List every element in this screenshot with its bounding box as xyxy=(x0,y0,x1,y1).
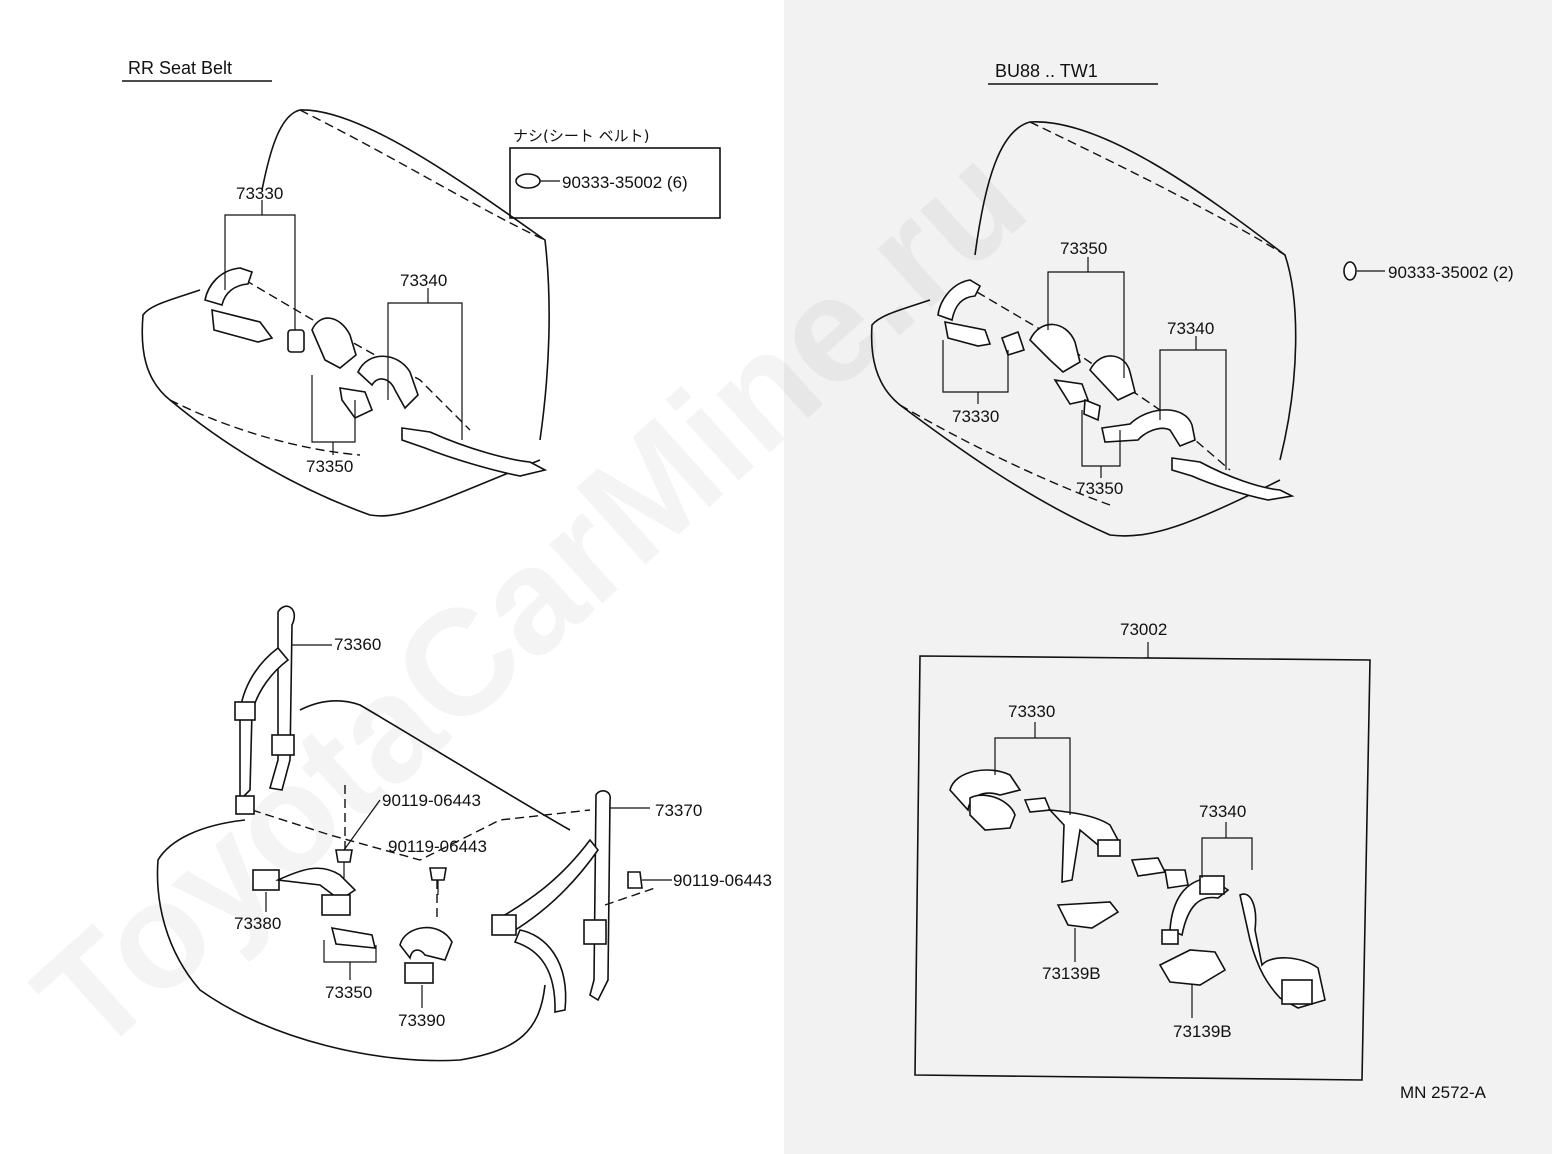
seat-back-outline xyxy=(261,109,550,441)
label-73350b-top-right: 73350 xyxy=(1076,479,1123,498)
buckle-73380 xyxy=(252,869,280,891)
kit-tongue-b xyxy=(1199,875,1225,895)
center-buckle-right-a xyxy=(1029,323,1081,373)
seat-back-outline-right xyxy=(974,121,1297,461)
bottom-left-seat-diagram xyxy=(156,605,672,1062)
belt-clip-right xyxy=(1000,330,1026,356)
kit-tongue xyxy=(1023,797,1052,813)
belt-buckle-left-right xyxy=(943,320,992,347)
kit-buckle-c xyxy=(1164,869,1189,889)
buckle-73390-loop xyxy=(399,926,453,961)
seat-cushion-outline-bottom xyxy=(156,819,546,1062)
label-73330-top-right: 73330 xyxy=(952,407,999,426)
label-73390: 73390 xyxy=(398,1011,445,1030)
shoulder-belt-guide xyxy=(271,734,295,756)
kit-buckle-b xyxy=(1130,857,1167,877)
kit-pad-73139b-2 xyxy=(1158,949,1227,986)
bolt-icon-1 xyxy=(335,849,353,863)
label-73002: 73002 xyxy=(1120,620,1167,639)
title-left: RR Seat Belt xyxy=(122,58,272,82)
shoulder-belt-anchor xyxy=(235,795,255,815)
label-73380: 73380 xyxy=(234,914,281,933)
label-73370: 73370 xyxy=(655,801,702,820)
kit-box-diagram xyxy=(914,642,1371,1081)
label-73350-bottom-left: 73350 xyxy=(325,983,372,1002)
buckle-73350-b xyxy=(330,926,377,949)
belt-strap-right-right xyxy=(1171,457,1295,501)
shoulder-belt-right xyxy=(589,790,611,1002)
lap-belt-right xyxy=(513,929,567,1013)
kit-retractor-housing xyxy=(1281,979,1313,1005)
kit-box-frame xyxy=(914,655,1371,1081)
belt-strap-right xyxy=(401,427,548,477)
seat-cushion-outline-right xyxy=(870,299,1281,537)
title-right: BU88 .. TW1 xyxy=(988,61,1158,85)
label-bolt-3: 90119-06443 xyxy=(673,871,772,890)
label-73330-top-left: 73330 xyxy=(236,184,283,203)
kit-buckle-a xyxy=(1097,839,1121,857)
hole-plug-icon-right xyxy=(1343,261,1357,281)
kit-clip-b xyxy=(1161,929,1179,945)
right-strap-buckle xyxy=(1101,409,1196,447)
kit-pad-73139b-1 xyxy=(1056,901,1120,929)
bolt-icon-3 xyxy=(627,871,643,889)
hole-plug-icon xyxy=(515,173,541,189)
buckle-73350-a xyxy=(321,894,351,916)
label-73139b-1: 73139B xyxy=(1042,964,1101,983)
label-73350-top-right: 73350 xyxy=(1060,239,1107,258)
diagram-code: MN 2572-A xyxy=(1400,1083,1487,1102)
center-buckle-right-c xyxy=(1053,378,1090,405)
belt-buckle-left xyxy=(211,308,274,343)
center-buckle-right-b xyxy=(1089,355,1136,401)
label-73340-top-right: 73340 xyxy=(1167,319,1214,338)
note-box: ナシ(シート ベルト) 90333-35002 (6) xyxy=(509,127,721,219)
label-73340-top-left: 73340 xyxy=(400,271,447,290)
belt-clip xyxy=(287,329,305,353)
center-buckle-b xyxy=(339,387,374,420)
kit-retractor xyxy=(969,794,1016,831)
label-73350-top-left: 73350 xyxy=(306,457,353,476)
top-left-seat-diagram xyxy=(141,109,550,517)
label-73360: 73360 xyxy=(334,635,381,654)
note-box-heading: ナシ(シート ベルト) xyxy=(513,127,649,145)
label-73139b-2: 73139B xyxy=(1173,1022,1232,1041)
belt-strap-left-right xyxy=(937,279,982,322)
seat-cushion-outline xyxy=(141,289,541,517)
title-left-text: RR Seat Belt xyxy=(128,58,232,78)
label-bolt-2: 90119-06443 xyxy=(388,837,487,856)
center-buckle-right-d xyxy=(1083,398,1101,422)
shoulder-belt-right-tongue xyxy=(491,914,517,936)
note-box-frame xyxy=(509,147,721,219)
shoulder-belt-tongue xyxy=(234,701,256,721)
kit-anchor-strap xyxy=(1047,808,1119,883)
title-right-text: BU88 .. TW1 xyxy=(995,61,1098,81)
shoulder-belt-right-webbing xyxy=(498,838,599,934)
label-73340-kit: 73340 xyxy=(1199,802,1246,821)
label-plug-top-right: 90333-35002 (2) xyxy=(1388,263,1514,282)
top-right-seat-diagram xyxy=(870,121,1385,537)
buckle-73390 xyxy=(404,962,434,984)
label-73330-kit: 73330 xyxy=(1008,702,1055,721)
note-box-part: 90333-35002 (6) xyxy=(562,173,688,192)
retractor-right xyxy=(583,919,607,945)
label-bolt-1: 90119-06443 xyxy=(382,791,481,810)
center-buckle-c xyxy=(357,355,419,410)
belt-strap-left xyxy=(204,267,254,307)
center-buckle-a xyxy=(311,317,357,369)
seat-back-outline-bottom xyxy=(299,700,571,831)
bolt-icon-2 xyxy=(429,867,447,881)
